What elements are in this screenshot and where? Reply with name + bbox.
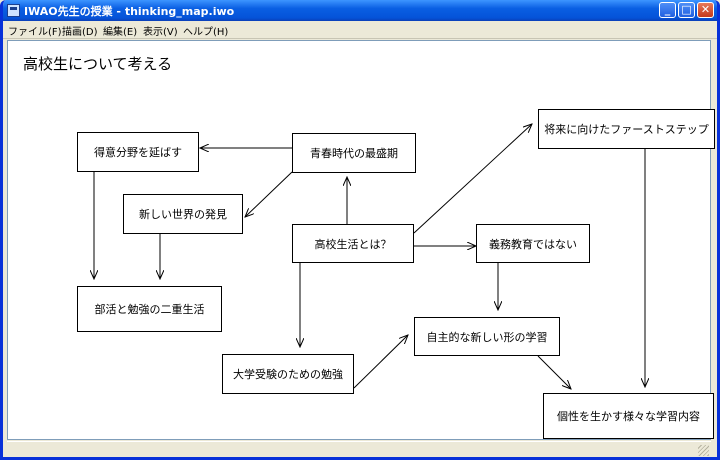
map-node[interactable]: 新しい世界の発見 — [123, 194, 243, 234]
menu-view[interactable]: 表示(V) — [143, 27, 178, 38]
app-window-icon — [7, 4, 20, 17]
arrow-n2-n4 — [245, 171, 293, 217]
map-node[interactable]: 義務教育ではない — [476, 224, 590, 263]
arrow-n8-n10 — [537, 355, 571, 389]
map-node[interactable]: 将来に向けたファーストステップ — [538, 109, 715, 149]
menu-file[interactable]: ファイル(F) — [8, 27, 62, 38]
map-node[interactable]: 自主的な新しい形の学習 — [414, 317, 560, 356]
resize-grip[interactable] — [698, 445, 709, 456]
menu-bar: ファイル(F) 描画(D) 編集(E) 表示(V) ヘルプ(H) — [3, 21, 717, 39]
map-canvas[interactable]: 高校生について考える 得意分野を延ばす — [7, 40, 715, 440]
connector-layer — [8, 41, 710, 439]
map-node[interactable]: 青春時代の最盛期 — [292, 133, 416, 173]
close-icon: ✕ — [700, 3, 711, 16]
menu-help[interactable]: ヘルプ(H) — [183, 27, 229, 38]
status-bar — [7, 441, 711, 457]
window-title: IWAO先生の授業 - thinking_map.iwo — [24, 5, 235, 18]
map-node[interactable]: 得意分野を延ばす — [77, 132, 199, 172]
maximize-button[interactable]: □ — [678, 2, 695, 18]
map-node[interactable]: 部活と勉強の二重生活 — [77, 286, 222, 332]
minimize-icon: _ — [664, 3, 671, 16]
menu-edit[interactable]: 編集(E) — [103, 27, 138, 38]
maximize-icon: □ — [681, 3, 692, 16]
arrow-n5-n3 — [413, 124, 532, 234]
menu-draw[interactable]: 描画(D) — [62, 27, 98, 38]
close-button[interactable]: ✕ — [697, 2, 714, 18]
arrow-n9-n8 — [353, 335, 408, 389]
map-node[interactable]: 大学受験のための勉強 — [222, 354, 354, 394]
page-title: 高校生について考える — [23, 55, 173, 73]
map-node[interactable]: 個性を生かす様々な学習内容 — [543, 393, 714, 439]
minimize-button[interactable]: _ — [659, 2, 676, 18]
title-bar[interactable]: IWAO先生の授業 - thinking_map.iwo _ □ ✕ — [3, 0, 717, 21]
map-node-central[interactable]: 高校生活とは？ — [292, 224, 414, 263]
